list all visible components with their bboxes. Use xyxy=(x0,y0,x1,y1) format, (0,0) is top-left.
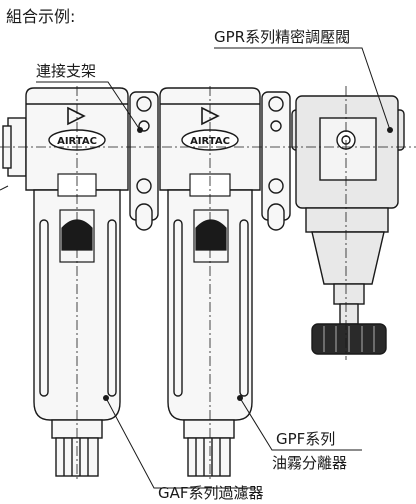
bracket-left xyxy=(129,91,159,231)
label-gaf-filter: GAF系列過濾器 xyxy=(158,484,264,502)
regulator-unit-gpr xyxy=(291,95,405,325)
label-bracket: 連接支架 xyxy=(36,62,97,80)
heading-combination-example: 組合示例: xyxy=(6,7,76,26)
centerlines xyxy=(0,86,416,480)
leader-lines xyxy=(0,47,391,489)
label-gpr-regulator: GPR系列精密調壓閥 xyxy=(214,28,351,46)
label-oil-mist-separator: 油霧分離器 xyxy=(272,454,348,472)
bracket-right xyxy=(261,91,291,231)
filter-flow-arrow-icon xyxy=(67,106,86,126)
regulator-knob xyxy=(311,323,387,355)
leader-dots xyxy=(103,127,393,401)
label-gpf-series: GPF系列 xyxy=(276,430,336,448)
